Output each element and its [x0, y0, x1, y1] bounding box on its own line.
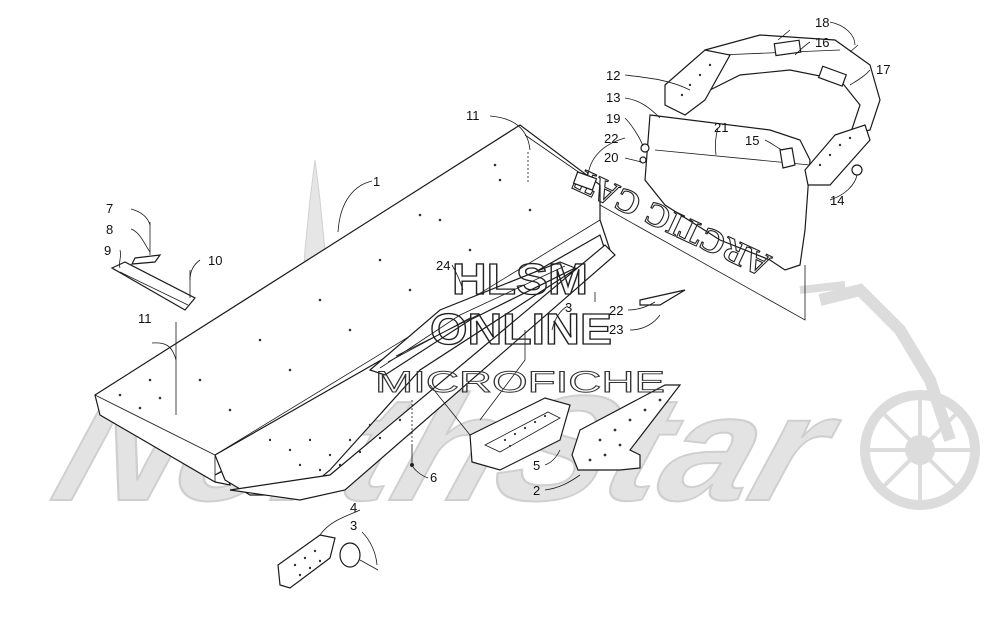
part-6-bolt — [410, 400, 414, 467]
callout-17: 17 — [876, 62, 890, 77]
callout-22: 22 — [604, 131, 618, 146]
callout-7: 7 — [106, 201, 113, 216]
callout-18: 18 — [815, 15, 829, 30]
part-5-footrest — [469, 397, 571, 471]
callout-3: 3 — [565, 300, 572, 315]
callout-14: 14 — [830, 193, 844, 208]
callout-13: 13 — [606, 90, 620, 105]
part-2-bracket — [571, 384, 682, 471]
callout-5: 5 — [533, 458, 540, 473]
callout-23: 23 — [609, 322, 623, 337]
callout-6: 6 — [430, 470, 437, 485]
part-22-23-clip — [527, 152, 686, 306]
callout-10: 10 — [208, 253, 222, 268]
callout-15: 15 — [745, 133, 759, 148]
callout-3: 3 — [350, 518, 357, 533]
watermark: HLSM ONLINE MICROFICHE — [375, 254, 666, 399]
part-4-plate — [277, 534, 379, 589]
callout-2: 2 — [533, 483, 540, 498]
callout-12: 12 — [606, 68, 620, 83]
part-9-bracket — [110, 222, 196, 415]
callout-8: 8 — [106, 222, 113, 237]
watermark-line-2: ONLINE — [430, 305, 612, 354]
callout-11: 11 — [138, 311, 152, 326]
callout-1: 1 — [373, 174, 380, 189]
callout-4: 4 — [350, 500, 357, 515]
leader-lines — [119, 21, 871, 566]
callout-21: 21 — [714, 120, 728, 135]
watermark-line-1: HLSM — [452, 255, 588, 304]
callout-20: 20 — [604, 150, 618, 165]
callout-9: 9 — [104, 243, 111, 258]
callout-22: 22 — [609, 303, 623, 318]
callout-labels: 1 2 3 3 4 5 6 7 8 9 10 11 11 12 13 14 15… — [104, 15, 890, 533]
part-1-tunnel — [94, 124, 616, 501]
callout-19: 19 — [606, 111, 620, 126]
callout-16: 16 — [815, 35, 829, 50]
callout-24: 24 — [436, 258, 450, 273]
callout-11: 11 — [466, 108, 480, 123]
rear-grab-bar — [639, 29, 881, 186]
watermark-line-3: MICROFICHE — [375, 366, 665, 399]
